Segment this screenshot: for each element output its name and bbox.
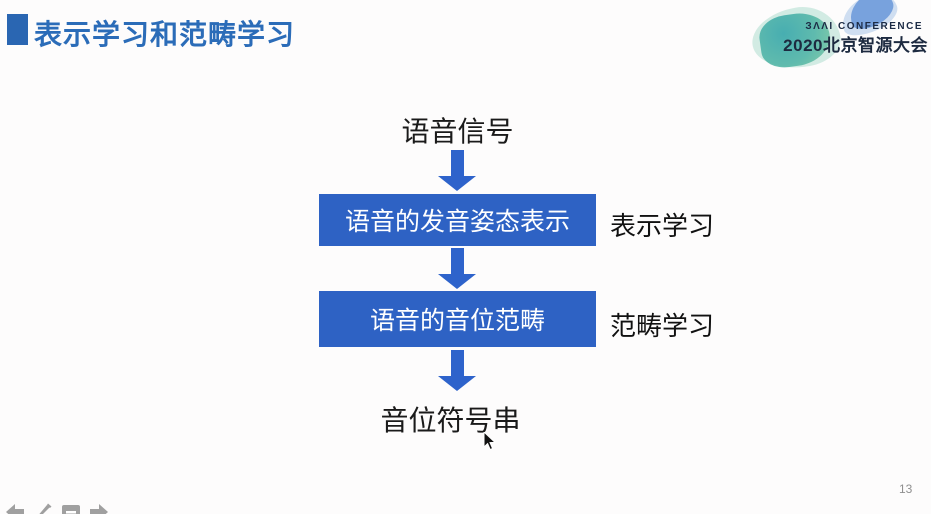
pen-tool-icon[interactable] xyxy=(33,503,53,514)
arrow-stem xyxy=(450,350,464,376)
flow-box-representation: 语音的发音姿态表示 xyxy=(319,194,596,246)
arrow-head xyxy=(438,274,476,289)
arrow-stem xyxy=(450,248,464,274)
arrow-head xyxy=(438,376,476,391)
title-bullet-square xyxy=(7,14,28,45)
presenter-toolbar xyxy=(5,503,109,514)
side-label-category-learning: 范畴学习 xyxy=(610,311,715,341)
arrow-stem xyxy=(450,150,464,176)
flow-input-label: 语音信号 xyxy=(401,116,514,147)
logo-conference-text: ЗΛΛI CONFERENCE xyxy=(805,21,923,32)
logo-event-text: 2020北京智源大会 xyxy=(783,36,928,55)
mouse-cursor-icon xyxy=(483,430,497,457)
down-arrow-icon xyxy=(438,150,476,191)
flow-output-label: 音位符号串 xyxy=(380,405,521,436)
slide-title: 表示学习和范畴学习 xyxy=(34,19,296,50)
down-arrow-icon xyxy=(438,248,476,289)
baai-logo: ЗΛΛI CONFERENCE 2020北京智源大会 xyxy=(740,0,931,76)
flow-box-category: 语音的音位范畴 xyxy=(319,291,596,347)
annotation-comment-icon[interactable] xyxy=(61,503,81,514)
previous-slide-arrow-icon[interactable] xyxy=(5,503,25,514)
down-arrow-icon xyxy=(438,350,476,391)
next-slide-arrow-icon[interactable] xyxy=(89,503,109,514)
arrow-head xyxy=(438,176,476,191)
page-number: 13 xyxy=(899,482,913,496)
side-label-representation-learning: 表示学习 xyxy=(610,211,715,241)
